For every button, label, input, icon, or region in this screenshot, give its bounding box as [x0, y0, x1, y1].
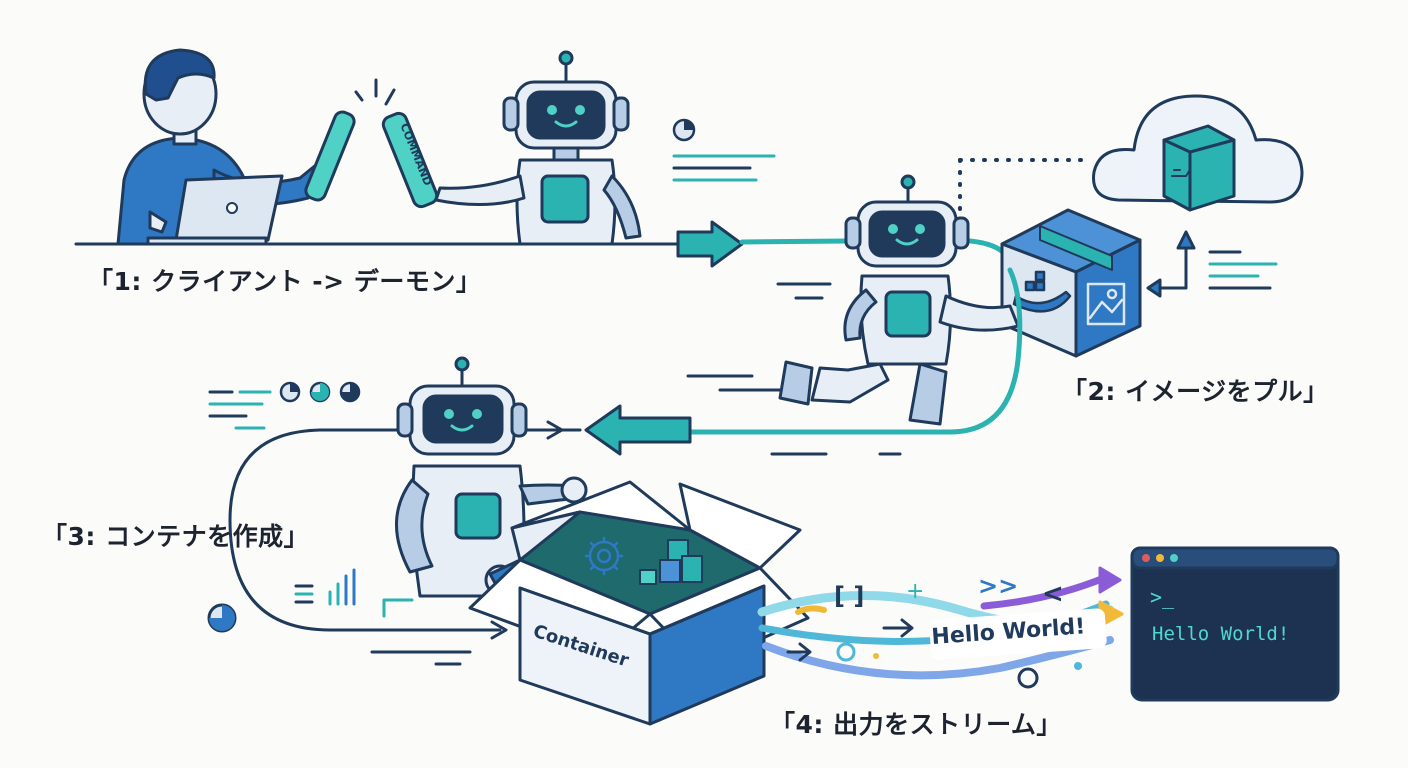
- laptop-icon: [146, 174, 284, 246]
- step-3-label: 「3: コンテナを作成」: [42, 522, 310, 551]
- terminal-window: >_ Hello World!: [1130, 546, 1340, 702]
- loop-arrow: [228, 420, 582, 640]
- bar-chart-icon: [294, 568, 356, 606]
- person-baton: [304, 110, 356, 202]
- stream-chevrons: >>: [978, 572, 1018, 600]
- output-stream: Hello World! [ ] + >> <: [757, 566, 1124, 689]
- robot-commander: [434, 50, 642, 246]
- arrow-step2-to-3: [584, 267, 1023, 456]
- gear-icon: [584, 536, 624, 576]
- robot-baton: COMMAND: [381, 111, 439, 209]
- progress-pie-icons: [279, 381, 361, 403]
- spark-lines: [354, 78, 396, 106]
- cloud-icon: [1092, 94, 1304, 212]
- data-lines-2: [1208, 250, 1278, 290]
- step-2-label: 「2: イメージをプル」: [1062, 377, 1329, 406]
- stream-plus: +: [906, 579, 924, 604]
- robot-builder: [395, 356, 588, 598]
- container-box: Container: [468, 480, 810, 726]
- dash-lines: [370, 650, 472, 666]
- robot-runner: [778, 174, 1020, 426]
- speed-lines: [686, 282, 902, 456]
- two-way-arrow: [1146, 230, 1196, 298]
- docker-whale-icon: [1012, 270, 1072, 313]
- step-4-label: 「4: 出力をストリーム」: [770, 710, 1062, 739]
- terminal-output: Hello World!: [1152, 623, 1289, 645]
- pie-chart-icon-2: [207, 603, 237, 633]
- status-lines: [208, 390, 272, 430]
- small-corner-mark: [382, 598, 414, 618]
- pie-chart-icon: [672, 118, 696, 142]
- docker-package-cloud-icon: [1162, 124, 1236, 212]
- step-1-label: 「1: クライアント -> デーモン」: [88, 267, 482, 296]
- image-icon: [1086, 282, 1126, 326]
- data-lines: [672, 154, 776, 182]
- stream-lt: <: [1042, 579, 1064, 609]
- terminal-prompt: >_: [1150, 585, 1175, 609]
- image-package: [1000, 208, 1142, 358]
- cubes-icon: [639, 539, 703, 585]
- stream-bracket: [ ]: [834, 582, 864, 610]
